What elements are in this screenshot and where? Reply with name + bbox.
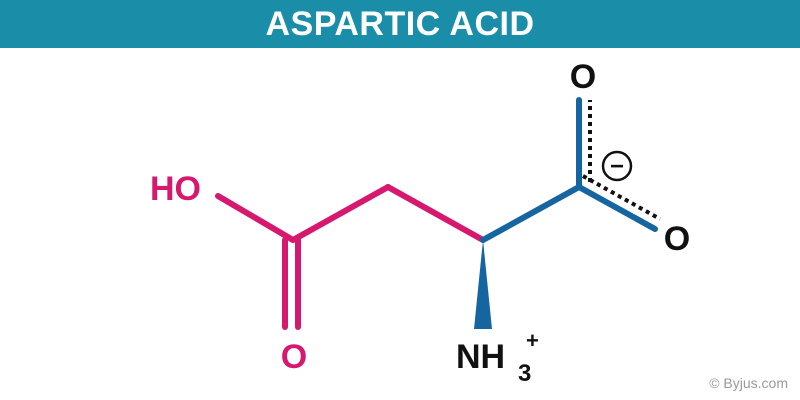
bond-ho-carbon bbox=[215, 193, 296, 243]
title-banner: ASPARTIC ACID bbox=[0, 0, 800, 48]
hydroxyl-label: HO bbox=[150, 170, 201, 208]
negative-charge: − bbox=[601, 150, 633, 182]
negative-charge-sign: − bbox=[610, 153, 624, 180]
watermark: © Byjus.com bbox=[709, 375, 788, 391]
carboxylate-top-oxygen-label: O bbox=[570, 58, 596, 96]
bond-carboxyl-bottom-solid bbox=[576, 184, 658, 232]
amine-label: NH bbox=[456, 338, 505, 376]
bond-ch2-alpha bbox=[385, 184, 486, 243]
amine-group: NH 3 + bbox=[456, 328, 539, 387]
page-title: ASPARTIC ACID bbox=[265, 4, 535, 43]
negative-charge-circle bbox=[601, 150, 633, 182]
bond-alpha-carboxyl bbox=[480, 184, 582, 243]
amine-subscript: 3 bbox=[518, 360, 531, 387]
backbone bbox=[474, 97, 661, 329]
carboxylate-bottom-oxygen-label: O bbox=[664, 220, 690, 258]
bond-carbon-ch2 bbox=[290, 184, 391, 243]
side-chain bbox=[215, 184, 486, 330]
amine-charge: + bbox=[526, 328, 539, 353]
bond-carboxyl-bottom-dotted bbox=[582, 174, 661, 221]
carbonyl-oxygen-label: O bbox=[281, 338, 307, 376]
wedge-bond bbox=[474, 240, 492, 329]
